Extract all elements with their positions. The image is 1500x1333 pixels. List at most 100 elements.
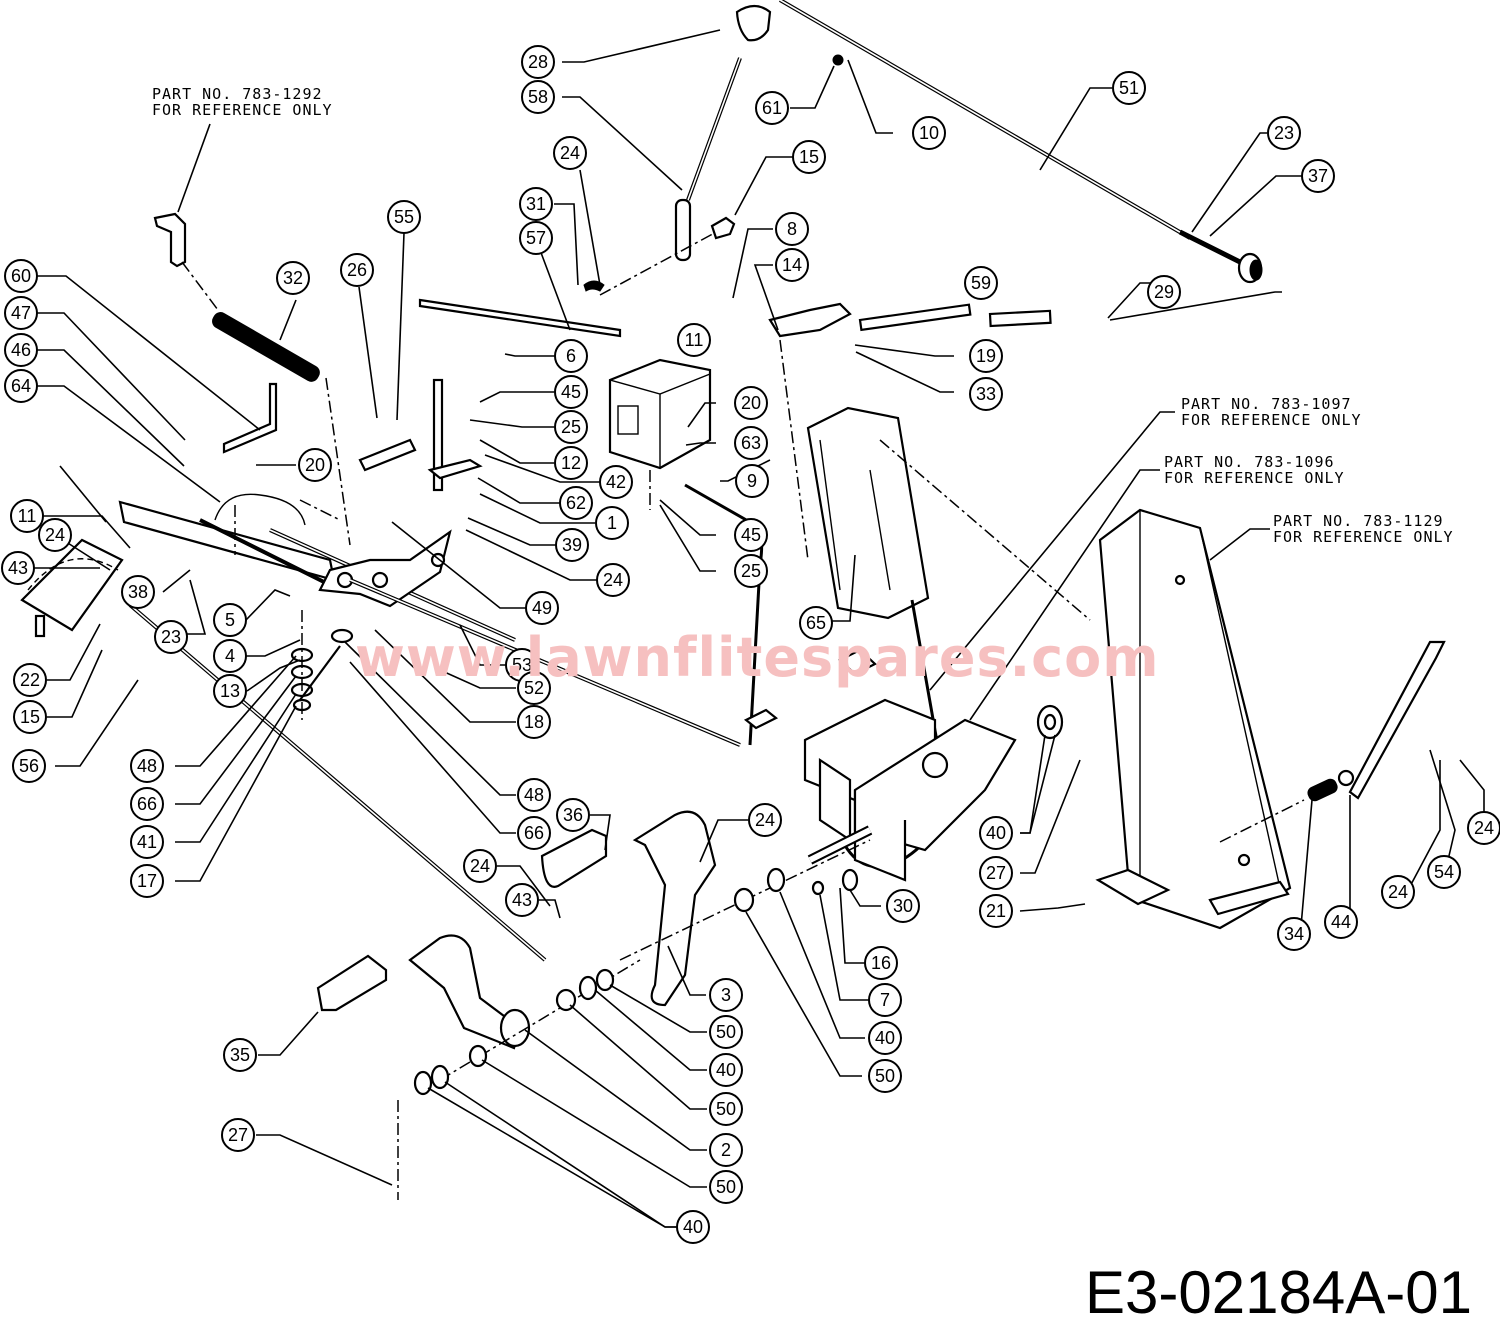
callout-48a[interactable]: 48 — [130, 749, 164, 783]
callout-43b[interactable]: 43 — [505, 883, 539, 917]
callout-37[interactable]: 37 — [1301, 159, 1335, 193]
svg-text:40: 40 — [986, 823, 1006, 843]
callout-1[interactable]: 1 — [595, 506, 629, 540]
callout-13[interactable]: 13 — [213, 674, 247, 708]
callout-24f[interactable]: 24 — [1381, 875, 1415, 909]
callout-16[interactable]: 16 — [864, 946, 898, 980]
callout-55[interactable]: 55 — [387, 200, 421, 234]
callout-41[interactable]: 41 — [130, 825, 164, 859]
reference-leaders — [177, 123, 1270, 721]
callout-3[interactable]: 3 — [709, 978, 743, 1012]
callout-45b[interactable]: 45 — [734, 518, 768, 552]
callout-15b[interactable]: 15 — [13, 700, 47, 734]
callout-14[interactable]: 14 — [775, 248, 809, 282]
callout-11a[interactable]: 11 — [677, 323, 711, 357]
callout-46[interactable]: 46 — [4, 333, 38, 367]
callout-52[interactable]: 52 — [517, 671, 551, 705]
callout-25a[interactable]: 25 — [554, 410, 588, 444]
callout-24d[interactable]: 24 — [748, 803, 782, 837]
callout-18[interactable]: 18 — [517, 705, 551, 739]
callout-9[interactable]: 9 — [735, 464, 769, 498]
callout-6[interactable]: 6 — [554, 339, 588, 373]
callout-12[interactable]: 12 — [554, 446, 588, 480]
svg-text:7: 7 — [880, 990, 890, 1010]
callout-32[interactable]: 32 — [276, 261, 310, 295]
callout-60[interactable]: 60 — [4, 259, 38, 293]
callout-33[interactable]: 33 — [969, 377, 1003, 411]
callout-36[interactable]: 36 — [556, 798, 590, 832]
callout-15[interactable]: 15 — [792, 140, 826, 174]
callout-24g[interactable]: 24 — [1467, 811, 1500, 845]
callout-22[interactable]: 22 — [13, 663, 47, 697]
svg-text:17: 17 — [137, 871, 157, 891]
callout-40d[interactable]: 40 — [868, 1021, 902, 1055]
reference-note-line: FOR REFERENCE ONLY — [152, 101, 333, 119]
callout-43a[interactable]: 43 — [1, 551, 35, 585]
callout-49[interactable]: 49 — [525, 591, 559, 625]
callout-50d[interactable]: 50 — [868, 1059, 902, 1093]
callout-66b[interactable]: 66 — [517, 816, 551, 850]
callout-59[interactable]: 59 — [964, 266, 998, 300]
callout-38[interactable]: 38 — [121, 575, 155, 609]
callout-50b[interactable]: 50 — [709, 1092, 743, 1126]
callout-44[interactable]: 44 — [1324, 905, 1358, 939]
callout-57[interactable]: 57 — [519, 221, 553, 255]
callout-62[interactable]: 62 — [559, 486, 593, 520]
callout-7[interactable]: 7 — [868, 983, 902, 1017]
callout-47[interactable]: 47 — [4, 296, 38, 330]
callout-25b[interactable]: 25 — [734, 554, 768, 588]
svg-text:64: 64 — [11, 376, 31, 396]
callout-10[interactable]: 10 — [912, 116, 946, 150]
callout-24c[interactable]: 24 — [38, 518, 72, 552]
callout-20a[interactable]: 20 — [298, 448, 332, 482]
callout-51[interactable]: 51 — [1112, 71, 1146, 105]
callout-20b[interactable]: 20 — [734, 386, 768, 420]
callout-34[interactable]: 34 — [1277, 917, 1311, 951]
callout-42[interactable]: 42 — [599, 465, 633, 499]
callout-66a[interactable]: 66 — [130, 787, 164, 821]
reference-note-line: FOR REFERENCE ONLY — [1164, 469, 1345, 487]
callout-63[interactable]: 63 — [734, 426, 768, 460]
callout-48b[interactable]: 48 — [517, 778, 551, 812]
callout-45a[interactable]: 45 — [554, 375, 588, 409]
svg-text:57: 57 — [526, 228, 546, 248]
callout-40c[interactable]: 40 — [979, 816, 1013, 850]
callout-30[interactable]: 30 — [886, 889, 920, 923]
svg-text:50: 50 — [875, 1066, 895, 1086]
callout-23[interactable]: 23 — [1267, 116, 1301, 150]
svg-text:48: 48 — [137, 756, 157, 776]
callout-31[interactable]: 31 — [519, 187, 553, 221]
callout-40b[interactable]: 40 — [676, 1210, 710, 1244]
callout-23b[interactable]: 23 — [154, 620, 188, 654]
callout-35[interactable]: 35 — [223, 1038, 257, 1072]
callout-29[interactable]: 29 — [1147, 275, 1181, 309]
callout-65[interactable]: 65 — [799, 606, 833, 640]
callout-58[interactable]: 58 — [521, 80, 555, 114]
callout-61[interactable]: 61 — [755, 91, 789, 125]
svg-text:62: 62 — [566, 493, 586, 513]
callout-2[interactable]: 2 — [709, 1133, 743, 1167]
callout-27b[interactable]: 27 — [979, 856, 1013, 890]
callout-28[interactable]: 28 — [521, 45, 555, 79]
callout-40a[interactable]: 40 — [709, 1053, 743, 1087]
callout-21[interactable]: 21 — [979, 894, 1013, 928]
callout-24b[interactable]: 24 — [596, 563, 630, 597]
callout-50c[interactable]: 50 — [709, 1170, 743, 1204]
callout-64[interactable]: 64 — [4, 369, 38, 403]
callout-24[interactable]: 24 — [553, 136, 587, 170]
callout-54[interactable]: 54 — [1427, 855, 1461, 889]
callout-50a[interactable]: 50 — [709, 1015, 743, 1049]
callout-24e[interactable]: 24 — [463, 849, 497, 883]
callout-4[interactable]: 4 — [213, 639, 247, 673]
svg-text:66: 66 — [524, 823, 544, 843]
callout-39[interactable]: 39 — [555, 528, 589, 562]
callout-19[interactable]: 19 — [969, 339, 1003, 373]
callout-11b[interactable]: 11 — [10, 499, 44, 533]
callout-26[interactable]: 26 — [340, 253, 374, 287]
callout-27a[interactable]: 27 — [221, 1118, 255, 1152]
callout-5[interactable]: 5 — [213, 603, 247, 637]
callout-8[interactable]: 8 — [775, 212, 809, 246]
callout-56[interactable]: 56 — [12, 749, 46, 783]
callout-17[interactable]: 17 — [130, 864, 164, 898]
